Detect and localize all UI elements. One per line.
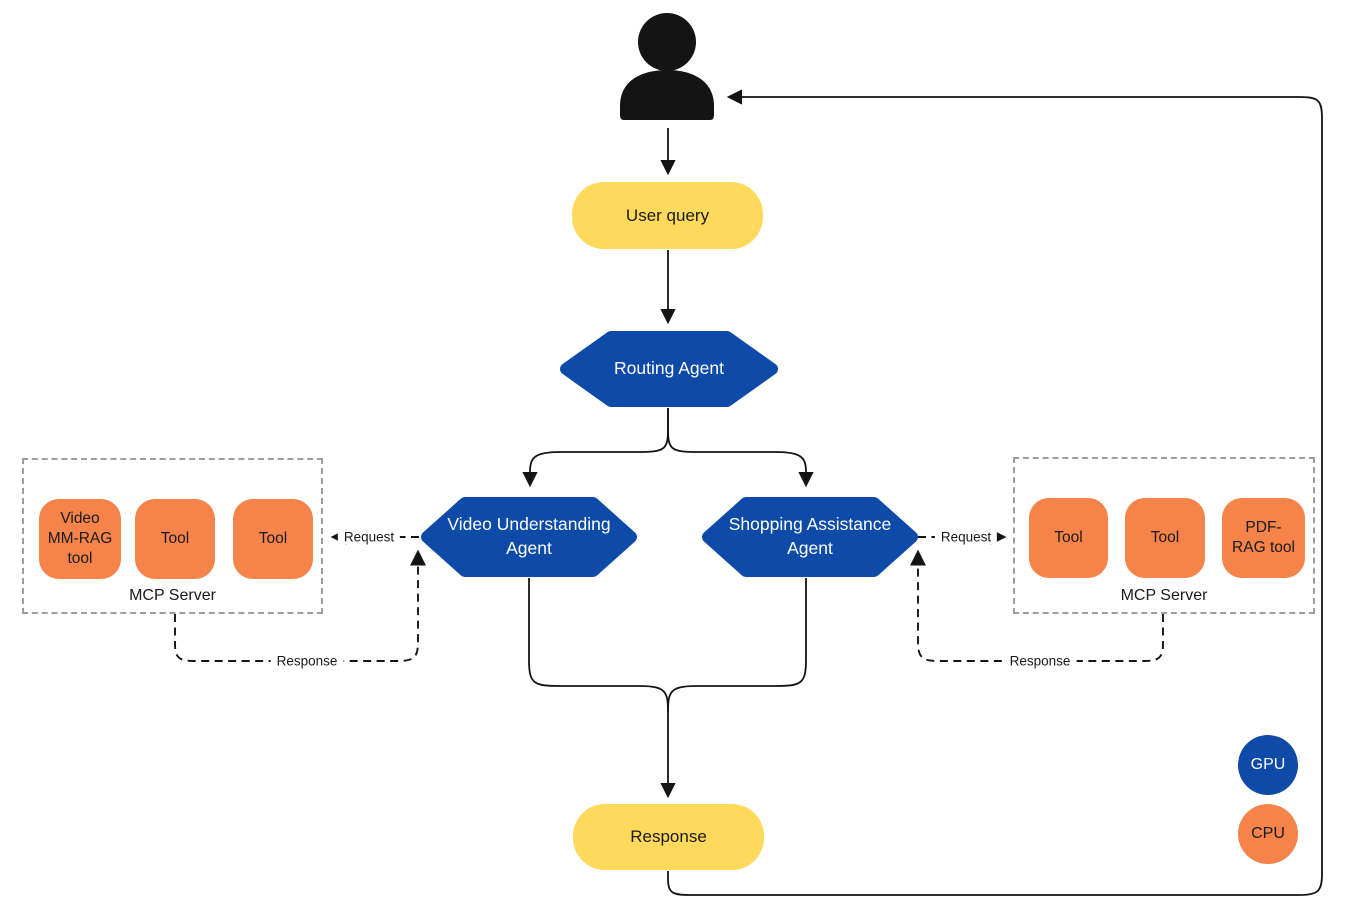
- legend-gpu: GPU: [1238, 735, 1298, 795]
- edge-response-loop-to-person: [667, 89, 1323, 896]
- video-agent-node: Video Understanding Agent: [447, 514, 611, 558]
- shopping-agent-shape: [702, 497, 918, 577]
- response-node: Response: [573, 804, 764, 870]
- video-agent-shape: [421, 497, 637, 577]
- edge-routing-split-right: [667, 408, 814, 488]
- tool-pdf-rag: PDF-RAG tool: [1222, 498, 1305, 578]
- routing-agent-node: Routing Agent: [614, 358, 724, 379]
- edge-video-to-response: [528, 578, 676, 799]
- edge-routing-split-left: [522, 408, 669, 488]
- legend-cpu: CPU: [1238, 804, 1298, 864]
- tool-left-2: Tool: [135, 499, 215, 579]
- tool-left-3: Tool: [233, 499, 313, 579]
- user-query-node: User query: [572, 182, 763, 249]
- response-label-left: Response: [270, 653, 344, 669]
- routing-agent-shape: [560, 331, 778, 407]
- request-label-right: Request: [934, 529, 998, 545]
- person-icon: [620, 13, 714, 120]
- mcp-server-left: Video MM-RAG tool Tool Tool MCP Server: [22, 458, 323, 614]
- request-label-left: Request: [337, 529, 401, 545]
- response-label-right: Response: [1003, 653, 1077, 669]
- tool-video-mm-rag: Video MM-RAG tool: [39, 499, 121, 579]
- tool-right-2: Tool: [1125, 498, 1205, 578]
- shopping-agent-node: Shopping Assistance Agent: [728, 514, 892, 558]
- tool-right-1: Tool: [1029, 498, 1108, 578]
- mcp-server-right-title: MCP Server: [1120, 587, 1208, 604]
- mcp-server-left-title: MCP Server: [129, 587, 216, 604]
- edge-shopping-to-merge: [667, 578, 807, 713]
- mcp-server-right: Tool Tool PDF-RAG tool MCP Server: [1013, 457, 1315, 614]
